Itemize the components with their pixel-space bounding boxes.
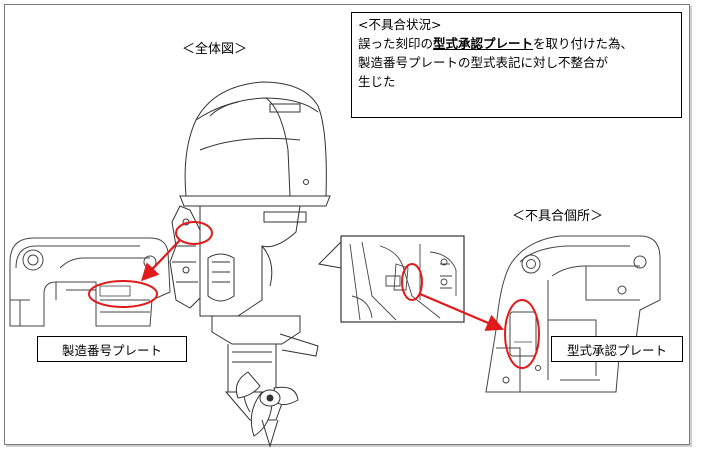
approval-plate-detail [485, 235, 661, 393]
serial-plate [99, 285, 131, 297]
serial-plate-highlight [88, 280, 158, 308]
serial-plate-detail [9, 237, 171, 327]
inset-plate-highlight [401, 263, 423, 301]
issue-line-2: 製造番号プレートの型式表記に対し不整合が [358, 55, 609, 70]
issue-line-1-post: を取り付けた為、 [533, 36, 634, 51]
issue-heading: <不具合状況> [358, 17, 442, 32]
arrow-to-serial-plate [140, 239, 181, 282]
overview-label: ＜全体図＞ [182, 42, 248, 57]
issue-line-1-emphasis: 型式承認プレート [433, 36, 534, 51]
issue-line-3: 生じた [358, 74, 396, 89]
motor-plate-highlight [175, 221, 213, 245]
approval-plate-label: 型式承認プレート [551, 336, 683, 362]
approval-plate-highlight [504, 299, 540, 369]
serial-plate-label: 製造番号プレート [37, 336, 187, 362]
issue-line-1-pre: 誤った刻印の [358, 36, 434, 51]
arrow-to-approval-plate [419, 292, 505, 331]
zoom-inset [317, 235, 465, 323]
issue-line-1: 誤った刻印の型式承認プレートを取り付けた為、 [358, 34, 675, 53]
defect-location-label: ＜不具合個所＞ [512, 209, 604, 224]
outboard-motor [169, 81, 331, 448]
issue-description-box: <不具合状況> 誤った刻印の型式承認プレートを取り付けた為、 製造番号プレートの… [351, 12, 682, 118]
